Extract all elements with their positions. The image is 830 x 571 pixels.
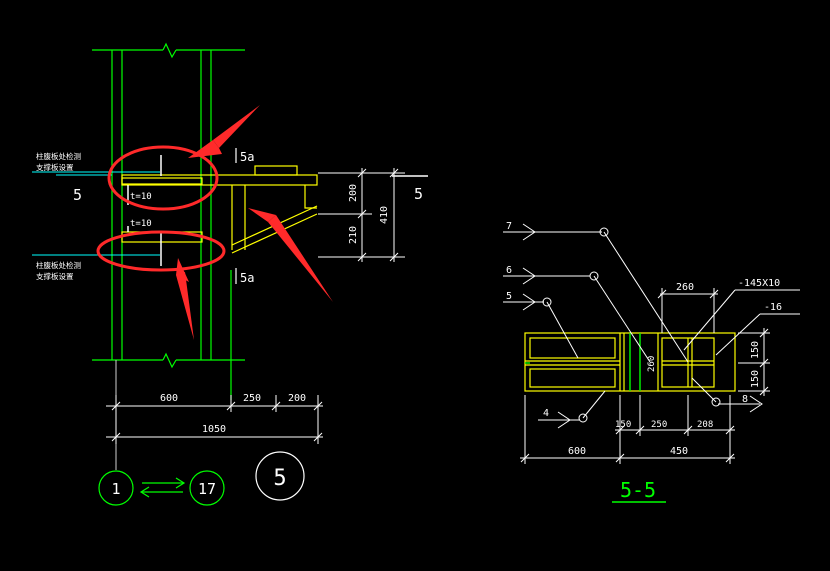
label-16: -16 (764, 302, 782, 313)
dim-h-600: 600 (160, 393, 178, 404)
axis-circle-end (189, 470, 225, 506)
axis-end-label: 17 (198, 480, 216, 498)
dim-450: 450 (670, 446, 688, 457)
section-title: 5-5 (620, 478, 656, 502)
vertical-dimension-lines (318, 168, 405, 262)
dim-260: 260 (676, 282, 694, 293)
callout-4: 4 (543, 408, 549, 419)
plate-label-upper: t=10 (130, 192, 152, 202)
double-arrow-icon (139, 477, 186, 498)
dim-600: 600 (568, 446, 586, 457)
label-plate: -145X10 (738, 278, 780, 289)
dim-150-bottom: 150 (750, 370, 761, 388)
callout-6: 6 (506, 265, 512, 276)
dim-260-lines (657, 288, 719, 333)
section-view: 7 6 5 4 8 -145X10 -16 260 260 150 150 (503, 221, 800, 503)
dim-inner-260: 260 (647, 356, 657, 372)
dim-250: 250 (651, 420, 667, 430)
detail-circle (255, 451, 305, 501)
section-mark-left: 5 (73, 186, 82, 204)
callout-leaders (503, 223, 800, 429)
column-outline (92, 42, 245, 400)
callout-8: 8 (742, 394, 748, 405)
dim-right-lines (738, 328, 770, 396)
dim-150: 150 (615, 420, 631, 430)
dim-h-total: 1050 (202, 424, 226, 435)
note-lower-line2: 支撑板设置 (36, 271, 74, 281)
callout-5: 5 (506, 291, 512, 302)
dim-vertical-top: 200 (348, 184, 359, 202)
dim-h-200: 200 (288, 393, 306, 404)
plate-label-lower: t=10 (130, 219, 152, 229)
detail-number: 5 (273, 466, 286, 491)
dim-bottom-lines (520, 395, 735, 464)
callout-7: 7 (506, 221, 512, 232)
note-upper-line1: 柱腹板处检测 (36, 151, 81, 161)
dim-208: 208 (697, 420, 713, 430)
dim-h-250: 250 (243, 393, 261, 404)
weld-label-top: 5a (240, 150, 254, 164)
note-upper-line2: 支撑板设置 (36, 162, 74, 172)
red-ellipse-icon (96, 145, 226, 272)
note-lower-line1: 柱腹板处检测 (36, 260, 81, 270)
axis-circle-start (98, 470, 134, 506)
axis-start-label: 1 (111, 480, 120, 498)
weld-label-bottom: 5a (240, 271, 254, 285)
horizontal-dimension-lines (106, 395, 323, 444)
dim-vertical-total: 410 (379, 206, 390, 224)
section-web-green (525, 333, 641, 391)
elevation-view: 柱腹板处检测 支撑板设置 柱腹板处检测 支撑板设置 5 5 t=10 t=10 … (32, 42, 428, 506)
red-arrow-icon (176, 105, 333, 340)
dim-150-top: 150 (750, 341, 761, 359)
section-mark-right: 5 (414, 185, 423, 203)
dim-vertical-bottom: 210 (348, 226, 359, 244)
